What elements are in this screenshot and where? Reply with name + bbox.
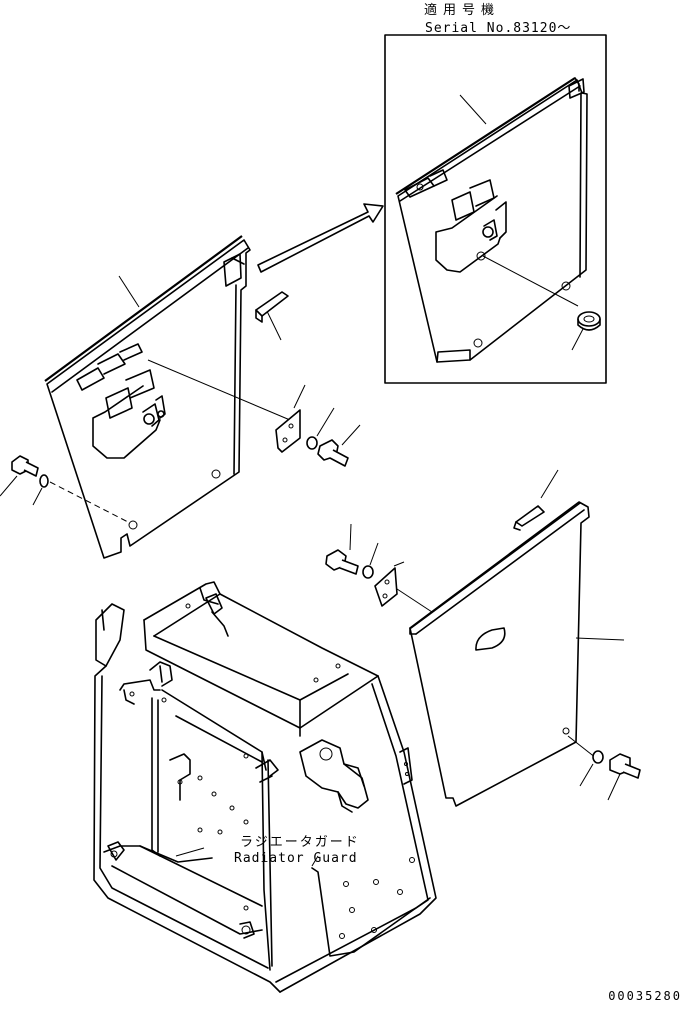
radiator-guard-frame (93, 581, 437, 993)
washer-upper (306, 407, 335, 450)
detail-box (384, 34, 607, 384)
drawing-number: 00035280 (608, 989, 682, 1003)
applicability-label: 適用号機 (424, 2, 500, 18)
bolt-upper (317, 424, 361, 467)
bolt-lower-right (607, 753, 641, 801)
bolt-left (0, 455, 39, 497)
bracket-plate-upper (275, 384, 306, 453)
bracket-plate-middle (374, 561, 405, 607)
right-side-panel (393, 469, 625, 807)
washer-lower-right (579, 750, 604, 787)
bolt-middle (325, 523, 359, 575)
serial-number-range: Serial No.83120～ (425, 21, 571, 36)
detail-arrow (257, 203, 384, 273)
latch-bracket-small (255, 291, 289, 323)
washer-middle (362, 542, 379, 579)
detail-side-panel (395, 77, 601, 363)
washer-left (32, 474, 49, 506)
radiator-guard-label-jp: ラジエータガード (240, 835, 360, 850)
main-side-panel (44, 235, 291, 559)
radiator-guard-label-en: Radiator Guard (234, 851, 358, 866)
